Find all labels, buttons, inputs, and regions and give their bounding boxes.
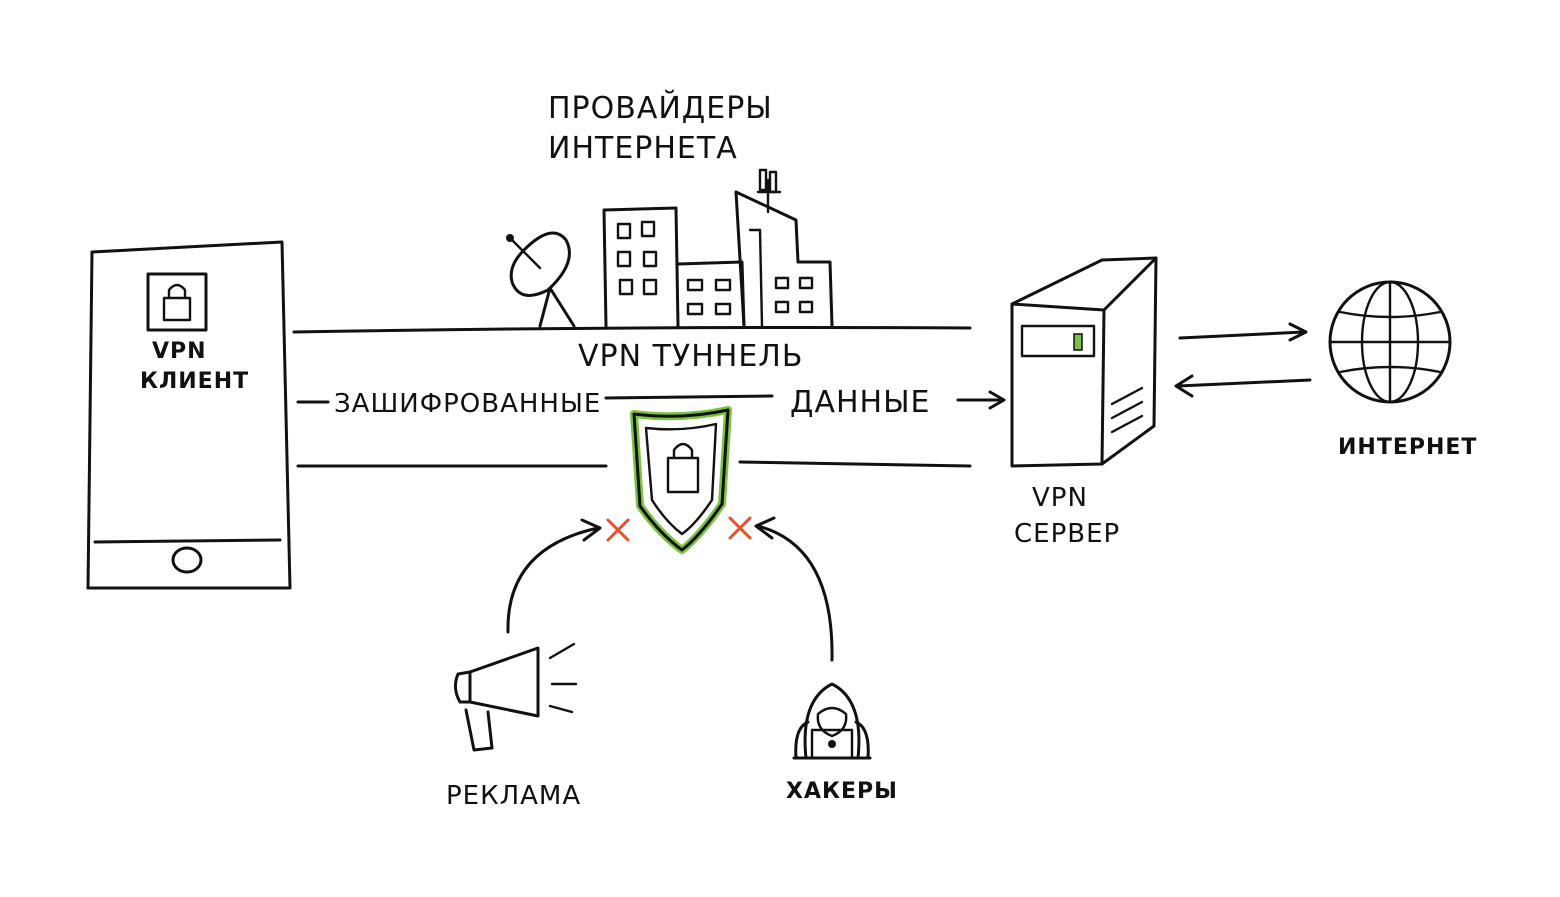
providers-label-line1: ПРОВАЙДЕРЫ — [548, 90, 773, 126]
globe-icon — [1328, 280, 1452, 404]
lock-icon — [146, 272, 208, 332]
internet-label: ИНТЕРНЕТ — [1338, 435, 1477, 460]
blocked-x-icon — [606, 518, 630, 542]
shield-lock-icon — [630, 406, 732, 554]
tunnel-label: VPN ТУННЕЛЬ — [578, 339, 803, 374]
hackers-label: ХАКЕРЫ — [786, 779, 898, 804]
server-icon — [1010, 256, 1158, 468]
outbound-arrow — [1178, 322, 1308, 342]
server-label-line2: СЕРВЕР — [1014, 519, 1120, 549]
client-label-line2: КЛИЕНТ — [140, 369, 249, 394]
providers-label-line2: ИНТЕРНЕТА — [548, 131, 738, 166]
client-label-line1: VPN — [152, 339, 207, 364]
inbound-arrow — [1174, 374, 1312, 398]
smartphone-icon — [86, 240, 292, 590]
hacker-icon — [792, 682, 872, 760]
hackers-arrow — [754, 516, 834, 662]
ads-label: РЕКЛАМА — [446, 781, 581, 811]
encrypted-label: ЗАШИФРОВАННЫЕ — [334, 389, 601, 419]
data-label: ДАННЫЕ — [790, 385, 931, 420]
vpn-tunnel — [292, 326, 1006, 468]
ads-arrow — [506, 518, 602, 634]
server-label-line1: VPN — [1032, 483, 1088, 513]
antenna-icon — [756, 168, 782, 214]
buildings-icon — [602, 190, 834, 328]
megaphone-icon — [453, 642, 578, 752]
blocked-x-icon — [728, 516, 752, 540]
satellite-dish-icon — [506, 231, 576, 328]
